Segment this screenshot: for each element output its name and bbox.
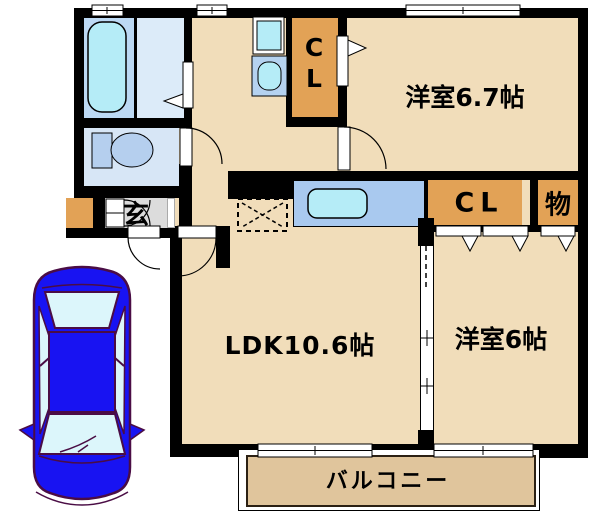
genkan-step (167, 198, 175, 228)
wall-segment (93, 198, 105, 228)
car (18, 265, 146, 506)
wall-segment (74, 186, 182, 198)
door-swing-arc (123, 126, 387, 277)
washing-machine (252, 16, 285, 55)
sliding-partition (418, 218, 434, 446)
wall-segment (338, 18, 347, 36)
door-panel (105, 35, 576, 239)
wall-segment (228, 171, 293, 199)
wall-segment (533, 444, 588, 458)
storage-closet (538, 180, 578, 225)
closet-top (292, 18, 338, 117)
wall-segment (170, 444, 258, 457)
closet-mid (428, 180, 522, 225)
room-label-storage: 物 (544, 190, 572, 221)
room-label-closet-mid: CL (454, 187, 504, 219)
room-label-ldk: LDK10.6帖 (224, 331, 376, 360)
wall-segment (74, 8, 588, 18)
wall-segment (66, 226, 128, 238)
wall-segment (170, 233, 182, 456)
wall-segment (578, 8, 588, 457)
wall-segment (184, 108, 192, 120)
wall-segment (530, 180, 538, 228)
bathtub (87, 21, 127, 113)
wall-segment (179, 164, 192, 198)
refrigerator-space (237, 198, 288, 232)
wall-segment (338, 86, 347, 127)
toilet (91, 132, 154, 169)
room-label-balcony: バルコニー (325, 469, 451, 494)
wall-segment (216, 226, 230, 268)
window-symbol (91, 4, 534, 458)
wall-segment (422, 180, 428, 228)
shoe-cabinet (66, 198, 93, 228)
hallway-floor (172, 196, 182, 236)
wall-segment (74, 8, 84, 186)
kitchen-sink (307, 188, 368, 219)
balcony-floor (246, 455, 536, 507)
room-label-bedroom2: 洋室6帖 (454, 325, 548, 354)
wash-basin (251, 55, 288, 97)
door-direction-triangle (162, 39, 575, 253)
wall-segment (184, 18, 192, 62)
wall-segment (286, 18, 292, 127)
wall-segment (74, 118, 192, 128)
wall-segment (228, 171, 578, 180)
room-label-bedroom1: 洋室6.7帖 (405, 83, 525, 112)
wall-segment (286, 117, 347, 127)
wall-segment (134, 18, 137, 118)
hallway-floor (192, 171, 228, 180)
